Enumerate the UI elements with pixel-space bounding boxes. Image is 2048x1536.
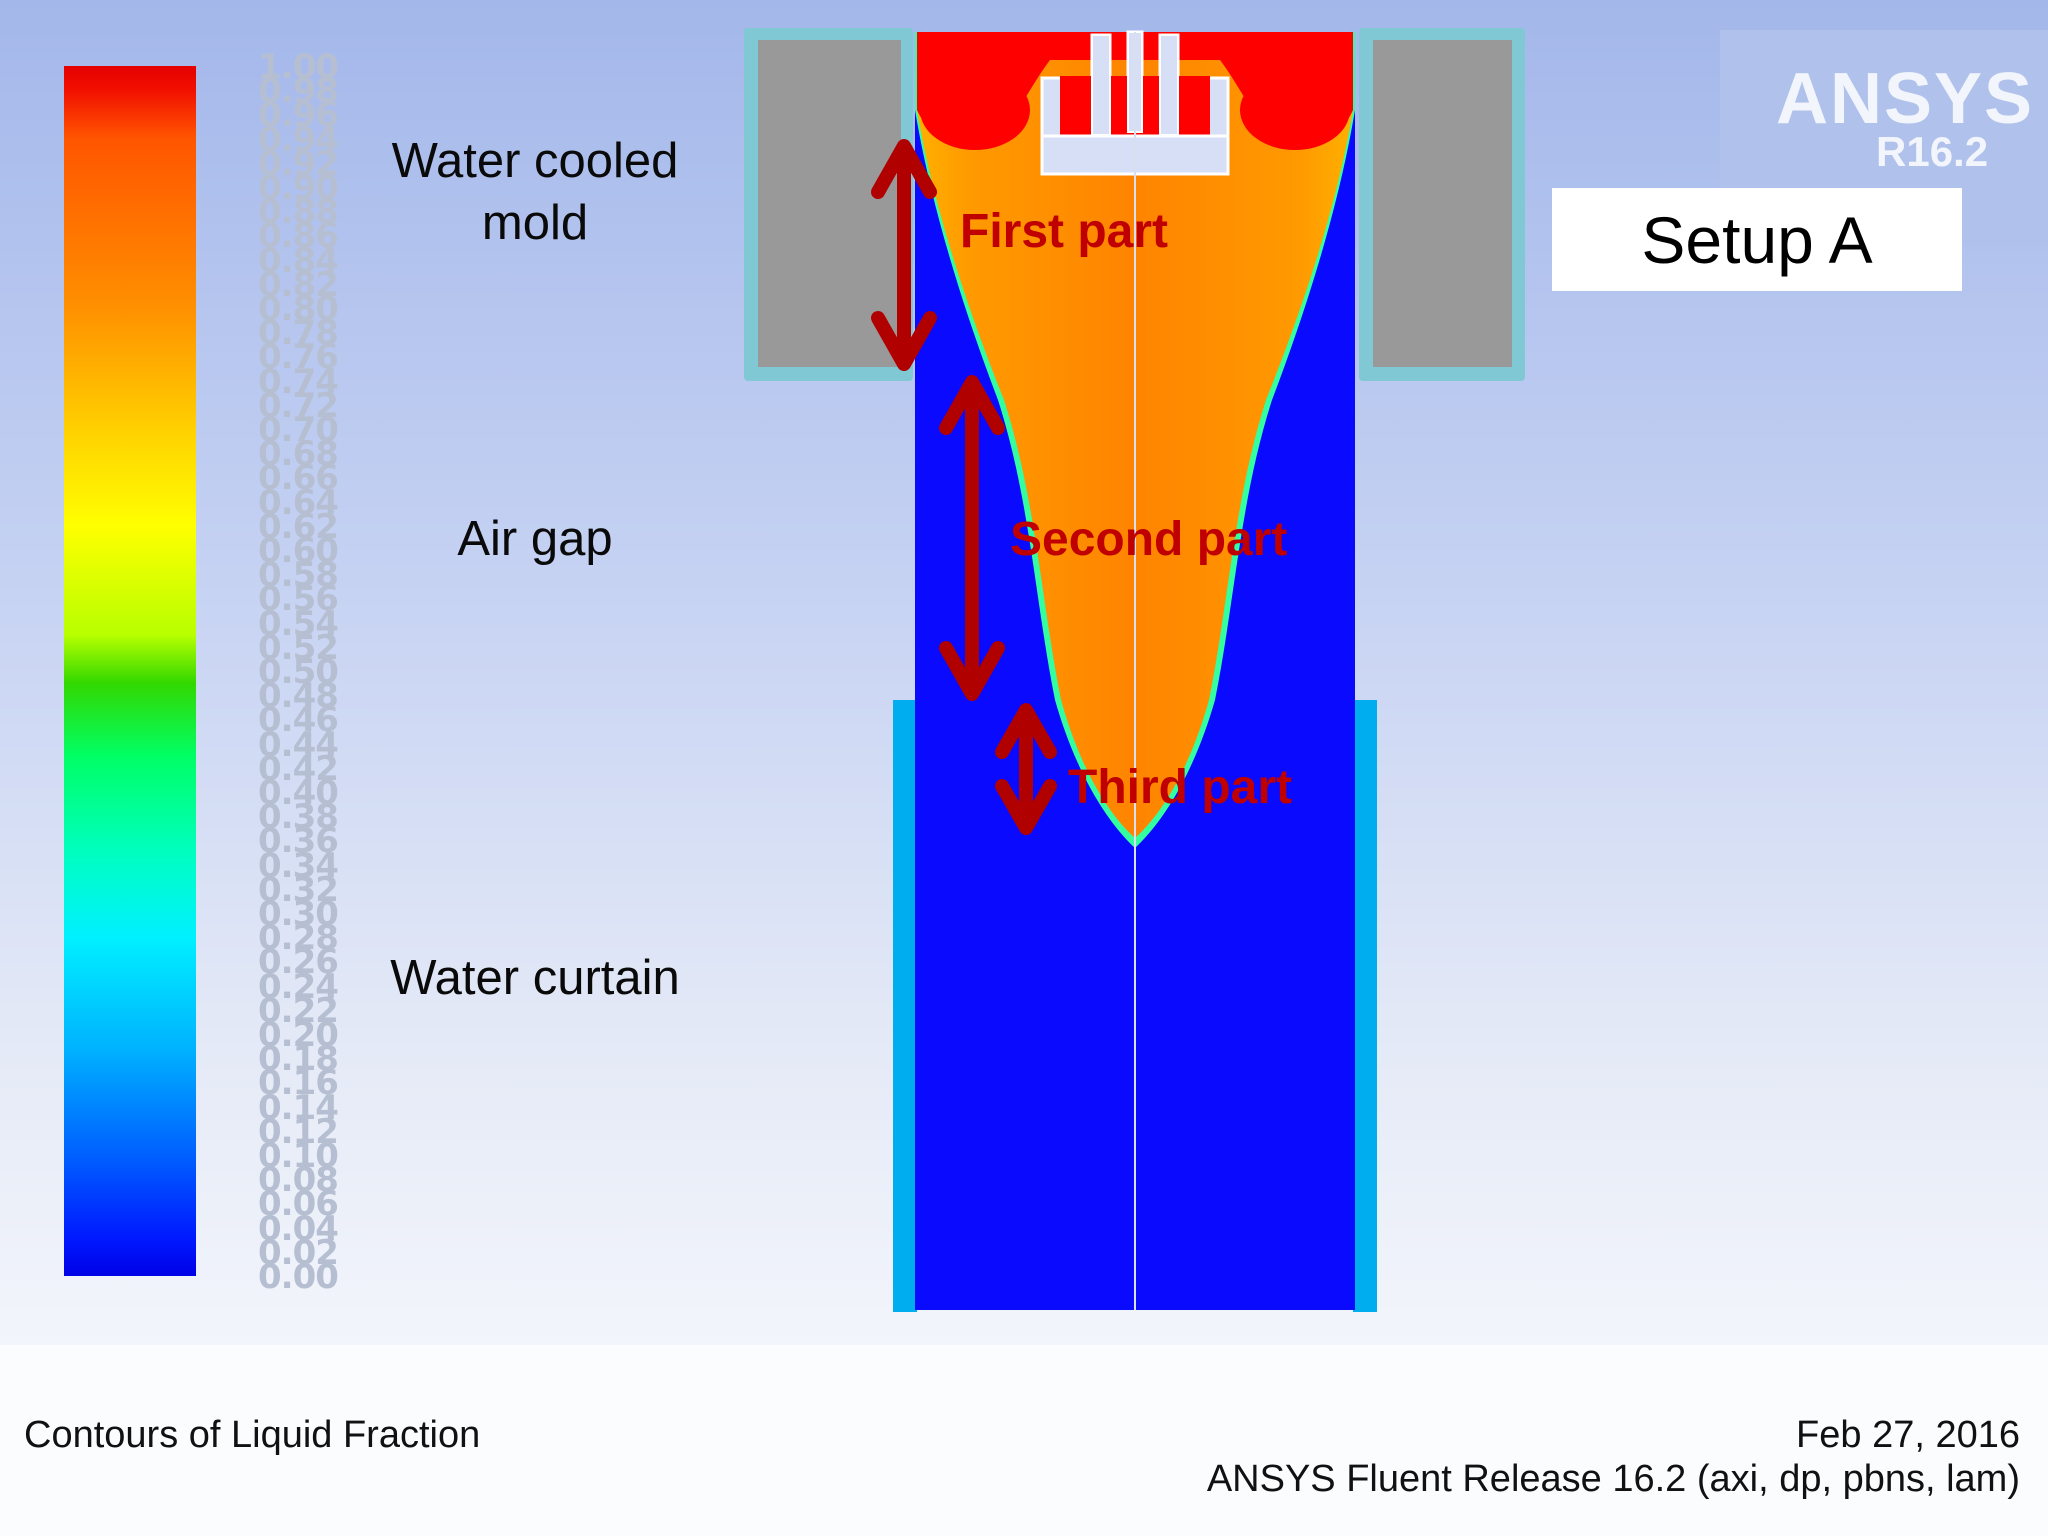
melt-top-region	[917, 32, 1353, 144]
color-scale-tick: 0.92	[258, 143, 339, 184]
color-scale-tick: 0.86	[258, 216, 339, 257]
color-scale-tick: 0.50	[258, 652, 339, 692]
color-scale-tick: 0.70	[258, 410, 339, 450]
color-scale-tick: 0.14	[258, 1087, 339, 1128]
color-scale-tick: 0.76	[258, 337, 339, 378]
color-scale-tick: 0.96	[258, 95, 339, 136]
color-scale-tick: 0.10	[258, 1136, 339, 1176]
color-scale-tick: 0.18	[258, 1039, 339, 1080]
arrow-second-part	[939, 375, 1005, 701]
color-scale-tick: 0.26	[258, 942, 339, 983]
color-scale-tick: 0.80	[258, 289, 339, 329]
mold-right	[1373, 40, 1512, 367]
color-scale-tick: 0.08	[258, 1160, 339, 1201]
color-scale-tick: 0.62	[258, 506, 339, 547]
color-scale-tick: 0.64	[258, 482, 339, 523]
color-scale-tick: 0.58	[258, 555, 339, 596]
color-scale-tick: 0.16	[258, 1063, 339, 1104]
label-water-curtain: Water curtain	[390, 951, 680, 1005]
color-scale-tick: 0.04	[258, 1208, 339, 1249]
arrow-third-part	[995, 703, 1057, 835]
color-scale-tick: 0.54	[258, 603, 339, 644]
color-scale-tick: 0.34	[258, 845, 339, 886]
nozzle-slot-1	[1091, 34, 1111, 136]
color-scale-tick: 0.90	[258, 168, 339, 208]
ansys-logo-title: ANSYS	[1776, 59, 2035, 139]
melt-swirl-left	[920, 70, 1030, 150]
color-scale-tick: 0.28	[258, 918, 339, 959]
footer-panel	[0, 1345, 2048, 1536]
color-scale-bar	[64, 66, 196, 1276]
label-first-part: First part	[960, 205, 1169, 258]
color-scale-tick: 0.12	[258, 1111, 339, 1152]
contour-title: Contours of Liquid Fraction	[24, 1414, 481, 1456]
label-water-cooled-mold: Water cooled mold	[391, 134, 679, 250]
water-curtain-left	[893, 700, 917, 1312]
color-scale-tick: 0.98	[258, 71, 339, 112]
color-scale-tick: 0.74	[258, 361, 339, 402]
color-scale-tick: 0.02	[258, 1232, 339, 1273]
color-scale-tick: 0.68	[258, 434, 339, 475]
color-scale-tick: 0.42	[258, 748, 339, 789]
footer-date: Feb 27, 2016	[1796, 1414, 2020, 1456]
color-scale-tick: 0.32	[258, 869, 339, 910]
color-scale-tick: 0.38	[258, 797, 339, 838]
color-scale-tick: 0.36	[258, 821, 339, 862]
color-scale-tick: 0.00	[258, 1257, 339, 1297]
color-scale-tick: 0.52	[258, 627, 339, 668]
water-curtain-right	[1353, 700, 1377, 1312]
color-scale-tick: 0.44	[258, 724, 339, 765]
color-scale-tick: 0.40	[258, 773, 339, 813]
color-scale-tick: 0.20	[258, 1015, 339, 1055]
nozzle-slot-3	[1159, 34, 1179, 136]
color-scale-tick: 0.22	[258, 990, 339, 1031]
color-scale-tick: 0.48	[258, 676, 339, 717]
color-scale-tick: 0.66	[258, 458, 339, 499]
label-second-part: Second part	[1010, 513, 1288, 566]
color-scale-tick: 0.30	[258, 894, 339, 934]
arrow-first-part	[871, 139, 937, 371]
color-scale-tick: 0.46	[258, 700, 339, 741]
label-air-gap: Air gap	[457, 512, 613, 566]
color-scale-tick: 0.24	[258, 966, 339, 1007]
ansys-logo-version: R16.2	[1876, 128, 1989, 175]
color-scale-tick: 0.78	[258, 313, 339, 354]
setup-label-box: Setup A	[1552, 188, 1962, 291]
color-scale-tick: 0.72	[258, 385, 339, 426]
color-scale-tick: 0.56	[258, 579, 339, 620]
color-scale-tick: 1.00	[258, 47, 339, 87]
color-scale-tick: 0.82	[258, 264, 339, 305]
color-scale-tick: 0.06	[258, 1184, 339, 1225]
melt-swirl-right	[1240, 70, 1350, 150]
color-scale-tick: 0.88	[258, 192, 339, 233]
footer-release: ANSYS Fluent Release 16.2 (axi, dp, pbns…	[1206, 1458, 2020, 1500]
label-third-part: Third part	[1068, 761, 1292, 814]
color-scale-tick: 0.84	[258, 240, 339, 281]
color-scale-tick: 0.60	[258, 531, 339, 571]
color-scale-tick: 0.94	[258, 119, 339, 160]
